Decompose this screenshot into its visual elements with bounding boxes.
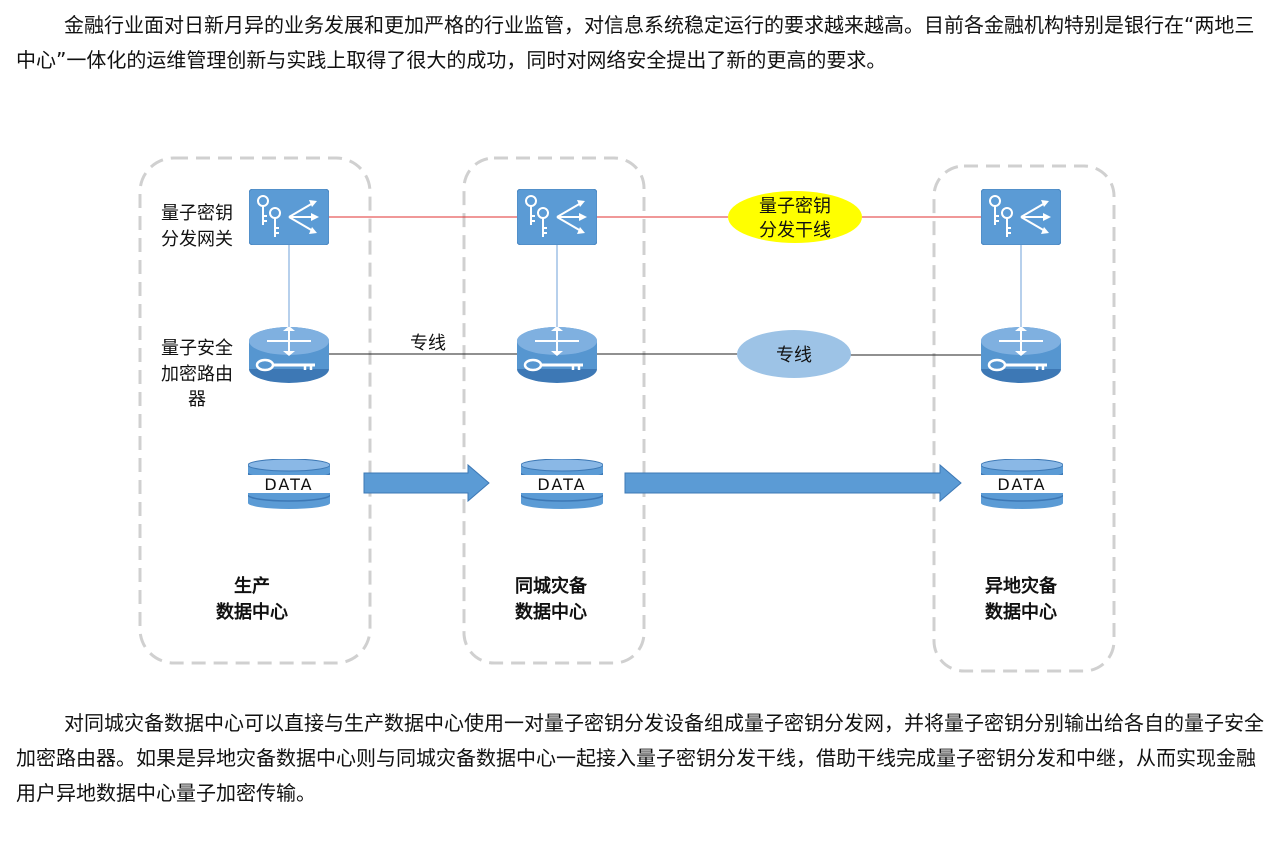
quantum-router-icon-prod — [249, 327, 329, 383]
quantum-router-icon-sync — [517, 327, 597, 383]
qkd-gateway-icon-prod — [249, 189, 329, 245]
intro-paragraph: 金融行业面对日新月异的业务发展和更加严格的行业监管，对信息系统稳定运行的要求越来… — [16, 13, 1255, 72]
trunk-label-line2: 分发干线 — [759, 220, 831, 241]
data-flow-arrow-prod-sync — [363, 463, 490, 503]
center-title-sync-line1: 同城灾备 — [515, 575, 588, 597]
trunk-label-line1: 量子密钥 — [759, 196, 831, 217]
router-row-label-line2: 加密路由 — [161, 364, 233, 385]
qkd-gateway-icon-remote — [981, 189, 1061, 245]
data-flow-arrow-sync-remote — [624, 463, 962, 503]
center-title-remote-line2: 数据中心 — [985, 601, 1057, 623]
leased-line-label-left: 专线 — [410, 333, 446, 354]
center-title-prod-line1: 生产 — [234, 575, 270, 597]
center-title-remote-line1: 异地灾备 — [985, 575, 1058, 597]
quantum-router-icon-remote — [981, 327, 1061, 383]
center-title-prod-line2: 数据中心 — [216, 601, 288, 623]
gateway-row-label-line1: 量子密钥 — [161, 203, 233, 224]
gateway-row-label-line2: 分发网关 — [161, 229, 233, 250]
center-title-sync-line2: 数据中心 — [515, 601, 587, 623]
qkd-gateway-icon-sync — [517, 189, 597, 245]
database-label-sync: DATA — [537, 475, 586, 494]
leased-line-bubble — [737, 330, 851, 378]
qkd-trunk-bubble — [728, 191, 862, 243]
database-label-remote: DATA — [997, 475, 1046, 494]
leased-line-label-right: 专线 — [776, 345, 812, 366]
router-row-label-line1: 量子安全 — [161, 338, 233, 359]
router-row-label-line3: 器 — [188, 389, 206, 410]
conclusion-paragraph: 对同城灾备数据中心可以直接与生产数据中心使用一对量子密钥分发设备组成量子密钥分发… — [16, 711, 1264, 805]
database-label-prod: DATA — [264, 475, 313, 494]
